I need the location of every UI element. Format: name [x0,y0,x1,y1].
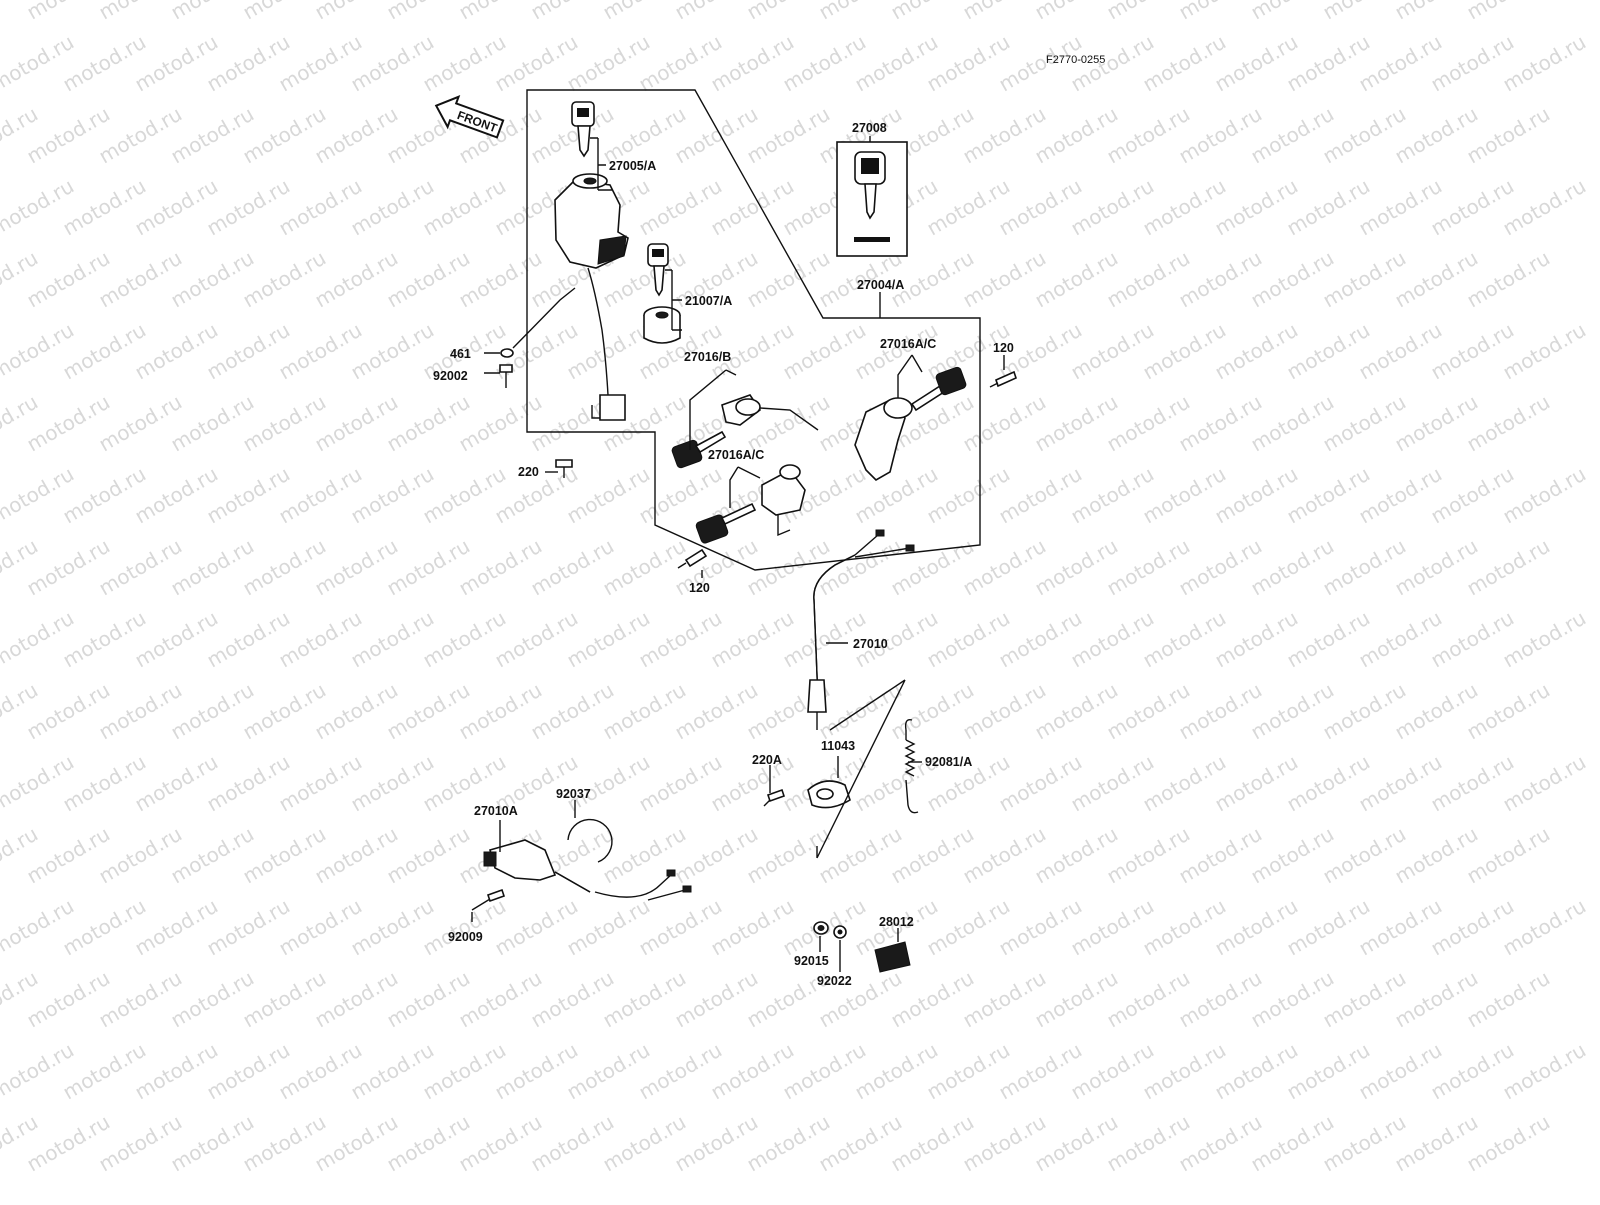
callout-220: 220 [518,465,539,479]
callout-27008: 27008 [852,121,887,135]
watermark-text: motod.ru [1463,966,1554,1033]
nut-and-bolt-461-92002 [499,287,576,388]
watermark-text: motod.ru [1463,534,1554,601]
callout-27005-A: 27005/A [609,159,656,173]
watermark-text: motod.ru [1463,0,1554,24]
callout-92037: 92037 [556,787,591,801]
callout-28012: 28012 [879,915,914,929]
watermark-text: motod.ru [1499,894,1590,961]
lock-27016AC-middle [695,464,806,544]
key-card-27008 [836,141,908,257]
cable-27010 [807,529,915,730]
washer-92022 [833,925,847,939]
callout-27010A: 27010A [474,804,518,818]
callout-92009: 92009 [448,930,483,944]
callout-92002: 92002 [433,369,468,383]
callout-21007-A: 21007/A [685,294,732,308]
callout-92022: 92022 [817,974,852,988]
watermark-text: motod.ru [1463,246,1554,313]
watermark-text: motod.ru [1499,318,1590,385]
screw-120-left [677,548,708,569]
drawing-code: F2770-0255 [1046,54,1105,66]
group-lines [816,679,906,859]
watermark-text: motod.ru [1499,174,1590,241]
callout-120-a: 120 [993,341,1014,355]
callout-220A: 220A [752,753,782,767]
set-frame-outline [526,89,981,571]
watermark-text: motod.ru [1463,678,1554,745]
watermark-layer: motod.rumotod.rumotod.rumotod.rumotod.ru… [0,0,1590,1176]
callout-27016-B: 27016/B [684,350,731,364]
callout-27004-A: 27004/A [857,278,904,292]
spring-92081A [904,719,919,814]
watermark-text: motod.ru [1463,822,1554,889]
callout-461: 461 [450,347,471,361]
callout-11043: 11043 [821,739,855,753]
circlip-92037 [567,818,613,863]
screw-220A [763,788,786,807]
watermark-text: motod.ru [1463,1110,1554,1177]
leader-lines [471,136,1005,972]
screw-92009 [471,888,506,911]
watermark-text: motod.ru [1499,750,1590,817]
watermark-text: motod.ru [1463,102,1554,169]
lock-27016B [671,394,819,469]
callout-120-b: 120 [689,581,710,595]
callout-27016AC-1: 27016A/C [880,337,936,351]
watermark-text: motod.ru [1499,606,1590,673]
pad-28012 [874,941,911,973]
watermark-text: motod.ru [1499,462,1590,529]
bracket-11043 [807,780,851,809]
key-icon-27005 [571,101,595,158]
callout-labels: 27005/A 27008 21007/A 27004/A 461 92002 … [433,121,1014,988]
callout-27016AC-2: 27016A/C [708,448,764,462]
watermark-text: motod.ru [1463,390,1554,457]
callout-27010: 27010 [853,637,888,651]
screw-220 [555,459,573,478]
screw-120-right [989,370,1017,388]
callout-92015: 92015 [794,954,829,968]
watermark-text: motod.ru [1499,30,1590,97]
watermark-text: motod.ru [1499,1038,1590,1105]
switch-27010A [483,839,692,901]
callout-92081-A: 92081/A [925,755,972,769]
nut-92015 [813,921,829,935]
seat-lock [643,243,681,344]
